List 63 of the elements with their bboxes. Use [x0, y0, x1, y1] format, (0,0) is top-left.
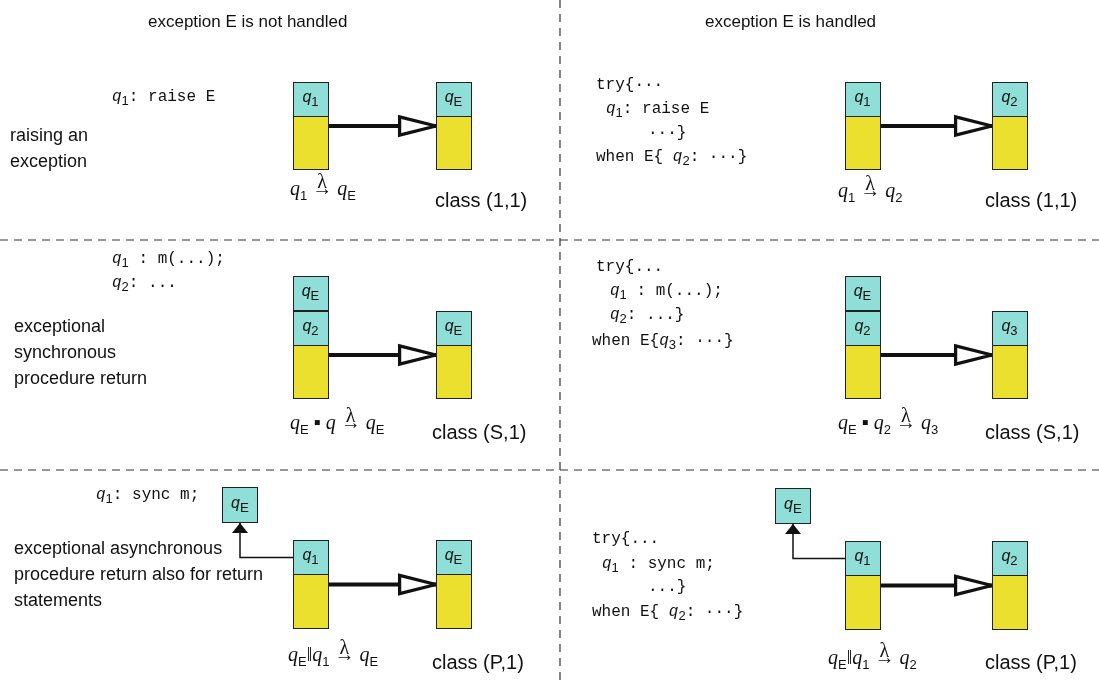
code-line: when E{q$_{3}$: ···}: [592, 332, 734, 353]
code-line: q$_{2}$: ...: [112, 274, 177, 295]
transition-arrow: [881, 344, 994, 366]
call-stack: [992, 541, 1028, 630]
code-line: q$_{1}$ : m(...);: [610, 282, 723, 303]
call-stack: [992, 311, 1028, 399]
stack-frame: q$_{1}$: [844, 81, 881, 117]
code-line: when E{ q$_{2}$: ···}: [592, 603, 744, 624]
call-stack: [845, 541, 881, 630]
code-line: ...}: [648, 578, 687, 598]
class-label: class (P,1): [985, 650, 1077, 674]
code-line: q$_{1}$: sync m;: [96, 486, 200, 507]
transition-arrow: [881, 115, 994, 137]
stack-frame: q$_{E}$: [435, 310, 472, 346]
stack-frame: q$_{2}$: [991, 540, 1028, 576]
code-line: try{...: [596, 258, 664, 278]
code-line: try{···: [596, 76, 664, 96]
code-line: q$_{1}$ : m(...);: [112, 250, 225, 271]
transition-arrow: [329, 115, 438, 137]
class-label: class (1,1): [435, 188, 528, 212]
code-line: q$_{2}$: ...}: [610, 306, 685, 327]
stack-frame: q$_{E}$: [435, 81, 472, 117]
stack-frame: q$_{E}$: [435, 539, 472, 575]
stack-frame: q$_{E}$: [775, 488, 811, 524]
call-stack: [293, 82, 329, 170]
row-label: raising an exception: [10, 124, 90, 174]
arrow: [785, 523, 846, 560]
column-header: exception E is not handled: [148, 12, 348, 33]
transition-arrow: [881, 574, 994, 597]
call-stack: [845, 276, 881, 399]
class-label: class (S,1): [985, 420, 1080, 444]
call-stack: [845, 82, 881, 170]
row-label: exceptional asynchronous procedure return also for return statements: [14, 537, 265, 613]
code-line: try{...: [592, 530, 660, 550]
code-line: ···}: [648, 124, 687, 144]
call-stack: [436, 82, 472, 170]
stack-frame: q$_{3}$: [991, 310, 1028, 346]
stack-frame: q$_{E}$: [844, 275, 881, 311]
stack-frame: q$_{E}$: [292, 275, 329, 311]
stack-frame: q$_{1}$: [292, 81, 329, 117]
code-line: q$_{1}$ : sync m;: [602, 555, 715, 576]
transition-arrow: [329, 573, 438, 596]
call-stack: [992, 82, 1028, 170]
stack-frame: q$_{2}$: [844, 310, 881, 346]
transition-arrow: [329, 344, 438, 366]
column-header: exception E is handled: [705, 12, 877, 33]
class-label: class (1,1): [985, 188, 1078, 212]
class-label: class (S,1): [432, 420, 527, 444]
stack-frame: q$_{1}$: [844, 540, 881, 576]
call-stack: [436, 311, 472, 399]
stack-frame: q$_{2}$: [991, 81, 1028, 117]
class-label: class (P,1): [432, 650, 524, 674]
code-line: q$_{1}$: raise E: [112, 88, 216, 109]
stack-frame: q$_{2}$: [292, 310, 329, 346]
call-stack: [293, 540, 329, 629]
stack-frame: q$_{E}$: [222, 487, 258, 523]
code-line: q$_{1}$: raise E: [606, 100, 710, 121]
arrow: [232, 522, 294, 559]
call-stack: [436, 540, 472, 629]
call-stack: [293, 276, 329, 399]
row-label: exceptional synchronous procedure return: [14, 315, 149, 391]
stack-frame: q$_{1}$: [292, 539, 329, 575]
code-line: when E{ q$_{2}$: ···}: [596, 148, 748, 169]
